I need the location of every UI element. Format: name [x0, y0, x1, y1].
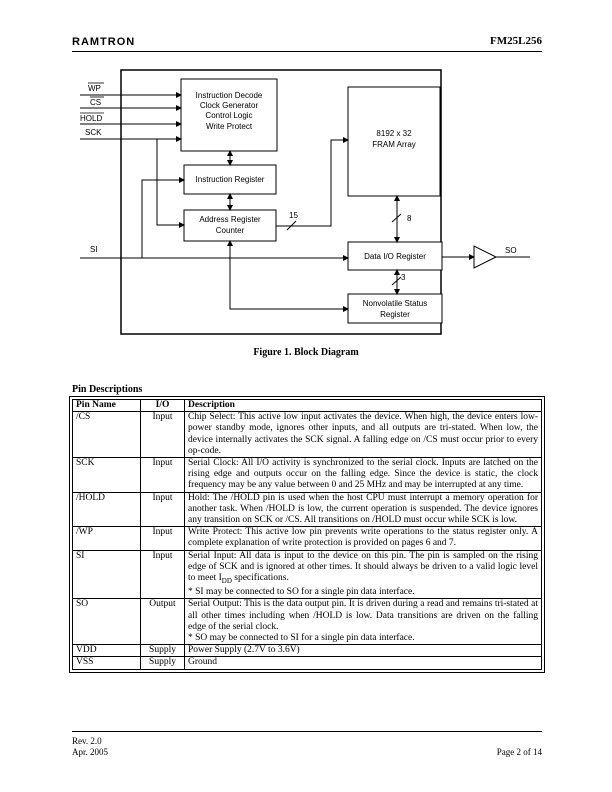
status-register-label-1: Nonvolatile Status — [363, 299, 427, 308]
si-note: * SI may be connected to SO for a single… — [188, 587, 415, 598]
cs-label: CS — [90, 98, 101, 107]
pin-description: Ground — [184, 656, 542, 670]
table-row: /CS Input Chip Select: This active low i… — [72, 411, 542, 459]
col-description: Description — [184, 398, 542, 413]
decode-line-1: Instruction Decode — [196, 91, 263, 100]
wp-label: WP — [88, 84, 101, 93]
pin-name: /WP — [72, 526, 141, 551]
pin-section-title: Pin Descriptions — [72, 384, 143, 395]
status-register-label-2: Register — [380, 310, 410, 319]
block-diagram: Instruction Decode Clock Generator Contr… — [80, 69, 530, 335]
bus-15-label: 15 — [289, 211, 298, 220]
revision-date: Apr. 2005 — [72, 747, 108, 757]
so-desc-text: Serial Output: This is the data output p… — [188, 599, 538, 632]
si-desc-text: Serial Input: All data is input to the d… — [188, 550, 538, 584]
page-number: Page 2 of 14 — [496, 747, 542, 757]
decode-line-2: Clock Generator — [200, 101, 259, 110]
table-row: SO Output Serial Output: This is the dat… — [72, 598, 542, 646]
si-desc-text-end: specifications. — [231, 573, 289, 584]
chip-boundary — [120, 69, 442, 335]
pin-description: Write Protect: This active low pin preve… — [184, 526, 542, 551]
table-row: /WP Input Write Protect: This active low… — [72, 526, 542, 551]
table-row: /HOLD Input Hold: The /HOLD pin is used … — [72, 491, 542, 528]
si-label: SI — [90, 245, 98, 254]
fram-label-2: FRAM Array — [372, 140, 416, 149]
footer-rule — [72, 731, 542, 732]
address-register-label-1: Address Register — [199, 215, 261, 224]
pin-name: VSS — [72, 656, 141, 670]
fram-array-block — [347, 86, 441, 197]
table-header-row: Pin Name I/O Description — [72, 398, 542, 413]
pin-description: Serial Input: All data is input to the d… — [184, 549, 542, 600]
col-io: I/O — [140, 398, 185, 413]
pin-io: Input — [140, 549, 185, 600]
pin-description: Serial Output: This is the data output p… — [184, 598, 542, 646]
pin-io: Supply — [140, 644, 185, 658]
pin-io: Input — [140, 491, 185, 528]
pin-io: Input — [140, 457, 185, 493]
address-register-label-2: Counter — [216, 226, 245, 235]
header-rule — [72, 51, 542, 52]
pin-name: SI — [72, 549, 141, 600]
data-io-register-label: Data I/O Register — [364, 252, 426, 261]
bus-3-label: 3 — [401, 273, 406, 282]
part-number: FM25L256 — [490, 35, 542, 47]
figure-caption: Figure 1. Block Diagram — [253, 347, 359, 358]
pin-name: /HOLD — [72, 491, 141, 528]
instruction-decode-block — [180, 78, 278, 152]
pin-name: SCK — [72, 457, 141, 493]
revision: Rev. 2.0 — [72, 736, 102, 746]
pin-name: /CS — [72, 411, 141, 459]
ramtron-logo: RAMTRON — [72, 36, 136, 48]
pin-description: Power Supply (2.7V to 3.6V) — [184, 644, 542, 658]
table-row: VSS Supply Ground — [72, 656, 542, 670]
pin-io: Input — [140, 411, 185, 459]
pin-name: VDD — [72, 644, 141, 658]
col-pin-name: Pin Name — [72, 398, 141, 413]
footer-revision: Rev. 2.0 Apr. 2005 — [72, 736, 108, 758]
pin-description: Serial Clock: All I/O activity is synchr… — [184, 457, 542, 493]
hold-label: HOLD — [80, 114, 102, 123]
so-label: SO — [505, 246, 517, 255]
instruction-register-label: Instruction Register — [196, 175, 265, 184]
idd-subscript: DD — [221, 576, 232, 585]
pin-io: Input — [140, 526, 185, 551]
table-row: VDD Supply Power Supply (2.7V to 3.6V) — [72, 644, 542, 658]
sck-label: SCK — [85, 128, 102, 137]
fram-label-1: 8192 x 32 — [376, 129, 412, 138]
pin-io: Supply — [140, 656, 185, 670]
decode-line-4: Write Protect — [206, 122, 253, 131]
pin-io: Output — [140, 598, 185, 646]
so-note: * SO may be connected to SI for a single… — [188, 632, 415, 643]
decode-line-3: Control Logic — [205, 111, 252, 120]
table-row: SCK Input Serial Clock: All I/O activity… — [72, 457, 542, 493]
output-buffer — [473, 245, 498, 269]
pin-description: Hold: The /HOLD pin is used when the hos… — [184, 491, 542, 528]
table-row: SI Input Serial Input: All data is input… — [72, 549, 542, 600]
pin-table: Pin Name I/O Description /CS Input Chip … — [69, 396, 545, 673]
pin-name: SO — [72, 598, 141, 646]
bus-8-label: 8 — [407, 214, 412, 223]
pin-description: Chip Select: This active low input activ… — [184, 411, 542, 459]
